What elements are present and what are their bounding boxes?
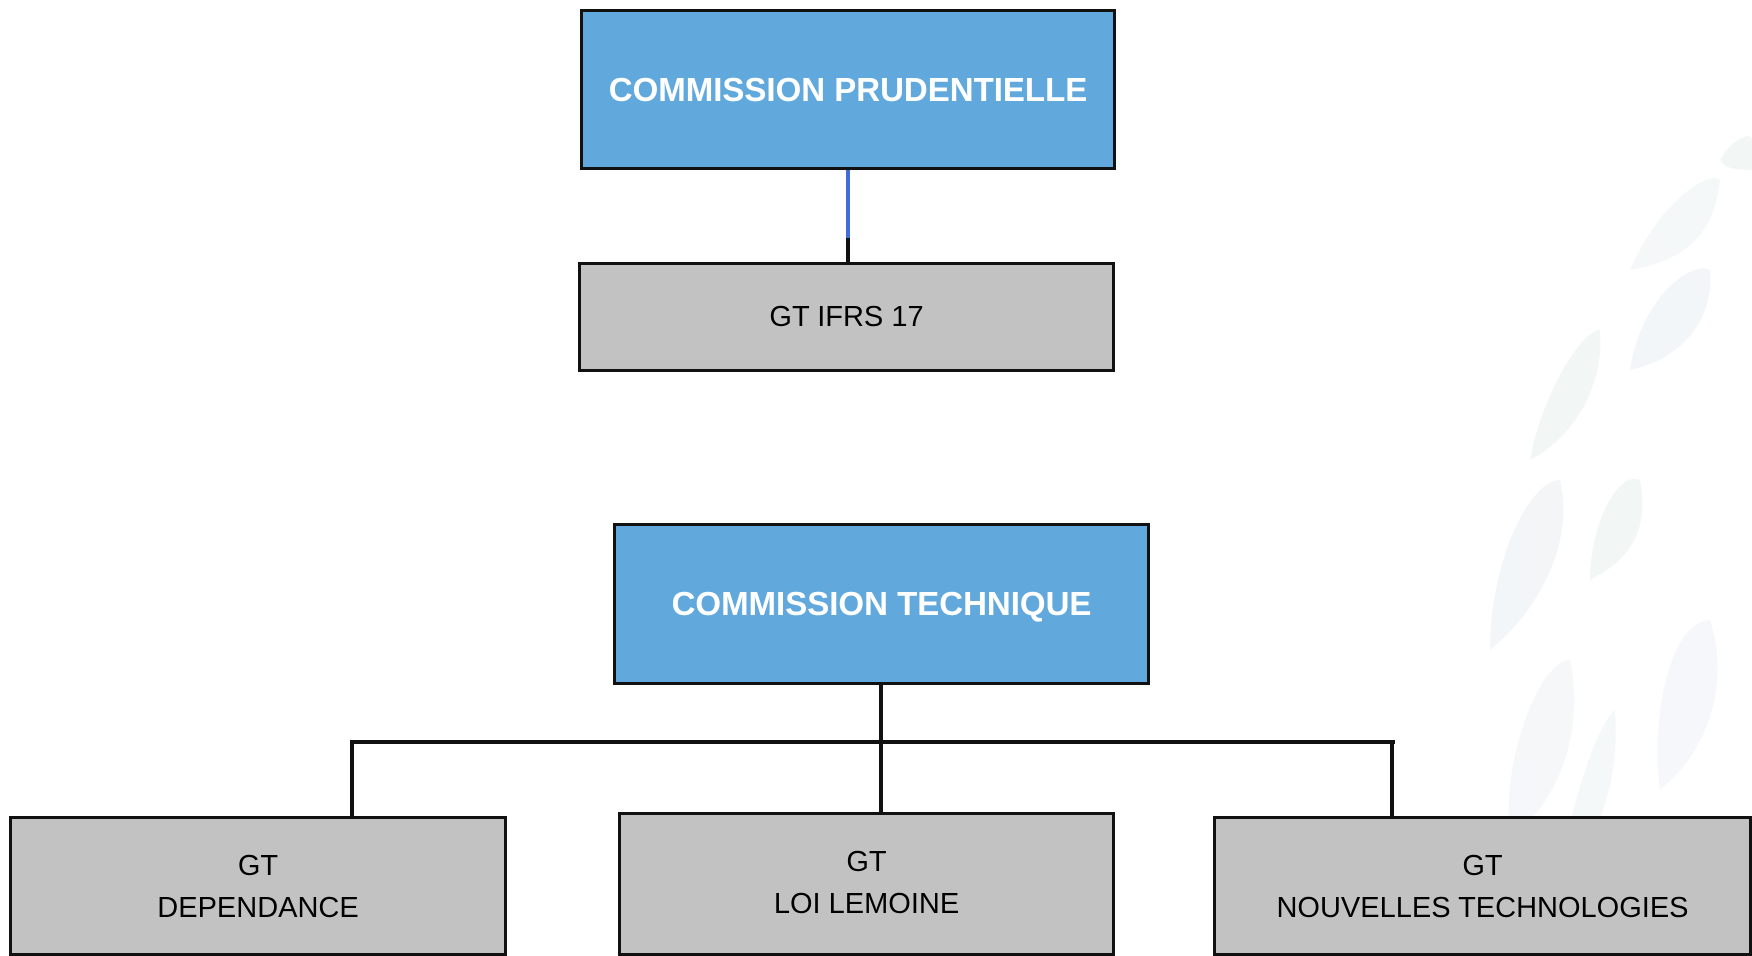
commission-prudentielle-title: COMMISSION PRUDENTIELLE bbox=[608, 70, 1088, 108]
connector-technique-horizontal bbox=[350, 740, 1395, 744]
gt-nouvelles-technologies-box: GT NOUVELLES TECHNOLOGIES bbox=[1213, 816, 1752, 956]
commission-technique-title: COMMISSION TECHNIQUE bbox=[671, 585, 1092, 622]
gt-loi-lemoine-line1: GT bbox=[846, 846, 887, 878]
connector-prudentielle-ifrs-base bbox=[846, 238, 850, 264]
gt-nouvelles-technologies-line1: GT bbox=[1462, 850, 1503, 882]
gt-dependance-line2: DEPENDANCE bbox=[157, 892, 359, 924]
gt-loi-lemoine-line2: LOI LEMOINE bbox=[773, 888, 960, 920]
gt-dependance-line1: GT bbox=[237, 850, 279, 882]
gt-dependance-box: GT DEPENDANCE bbox=[9, 816, 507, 956]
connector-technique-right-drop bbox=[1390, 740, 1394, 818]
gt-nouvelles-technologies-line2: NOUVELLES TECHNOLOGIES bbox=[1276, 892, 1689, 924]
commission-prudentielle-box: COMMISSION PRUDENTIELLE bbox=[580, 9, 1116, 170]
connector-prudentielle-ifrs bbox=[846, 170, 850, 240]
connector-technique-trunk bbox=[879, 685, 883, 815]
commission-technique-box: COMMISSION TECHNIQUE bbox=[613, 523, 1150, 685]
gt-ifrs17-box: GT IFRS 17 bbox=[578, 262, 1115, 372]
connector-technique-left-drop bbox=[350, 740, 354, 818]
gt-loi-lemoine-box: GT LOI LEMOINE bbox=[618, 812, 1115, 956]
gt-ifrs17-label: GT IFRS 17 bbox=[769, 301, 924, 333]
